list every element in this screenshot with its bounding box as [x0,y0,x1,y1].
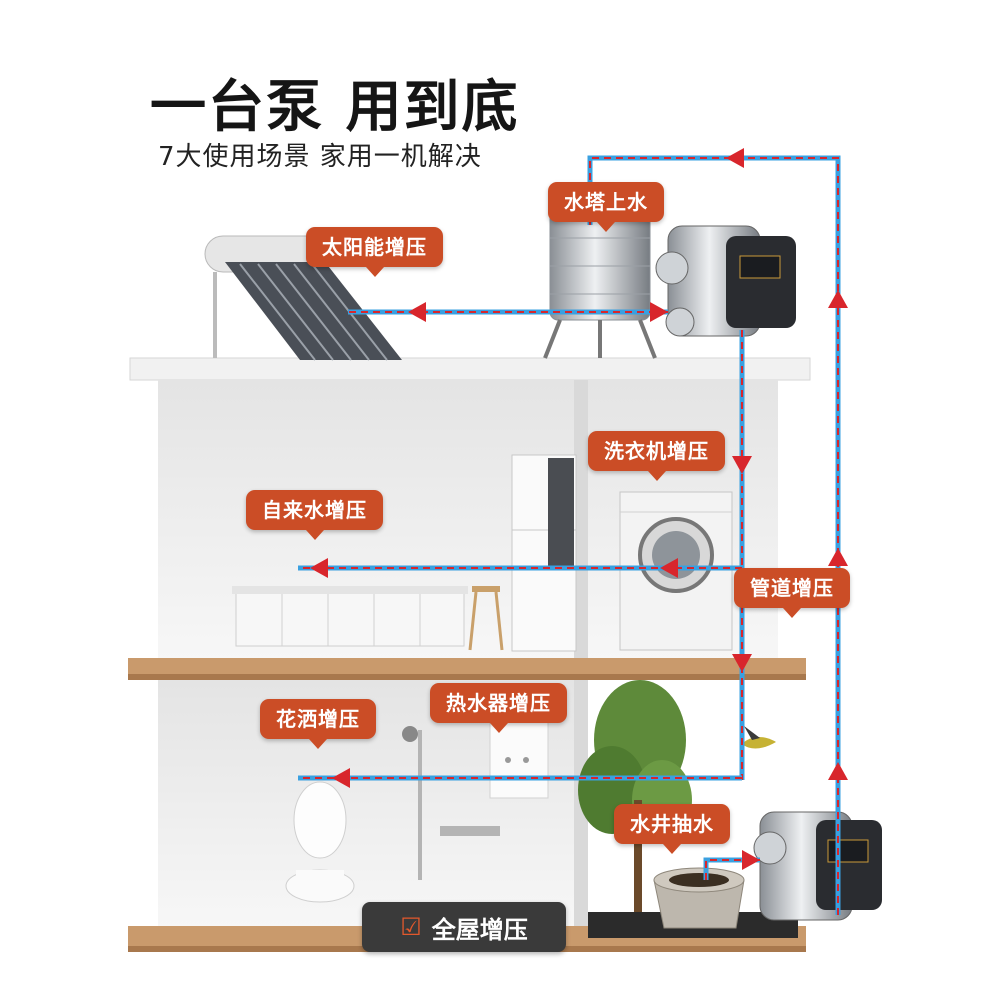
tag-solar: 太阳能增压 [306,227,443,277]
badge-label: 全屋增压 [431,915,528,944]
stone-well [653,867,745,929]
tag-pipeline: 管道增压 [734,568,850,618]
arrow-left [310,558,328,578]
shower [402,726,500,880]
tag-water-tower: 水塔上水 [548,182,664,232]
arrow-down [732,456,752,474]
flow-arrows [310,148,848,870]
tag-shower: 花洒增压 [260,699,376,749]
arrow-right [650,302,668,322]
headline: 一台泵 用到底 [150,75,520,140]
kitchen-cabinet [232,586,468,647]
pump-top [655,225,796,337]
electric-water-heater [489,719,549,799]
arrow-up [828,762,848,780]
bird [742,726,776,749]
arrow-left [660,558,678,578]
subline: 7大使用场景 家用一机解决 [158,142,482,172]
arrow-up [828,548,848,566]
checkbox-check-icon: ☑ [400,913,422,941]
tag-tap-water: 自来水增压 [246,490,383,540]
tag-washer: 洗衣机增压 [588,431,725,481]
toilet [285,781,355,903]
arrow-down [732,654,752,672]
tag-well: 水井抽水 [614,804,730,854]
pump-bottom [753,811,882,921]
arrow-left [408,302,426,322]
arrow-right [742,850,760,870]
bar-stool [468,586,504,651]
whole-house-badge: ☑ 全屋增压 [362,902,566,952]
tag-water-heater: 热水器增压 [430,683,567,733]
arrow-up [828,290,848,308]
pipes [298,155,841,915]
refrigerator [511,454,577,652]
solar-water-heater [204,235,402,361]
arrow-left [332,768,350,788]
arrow-left [726,148,744,168]
